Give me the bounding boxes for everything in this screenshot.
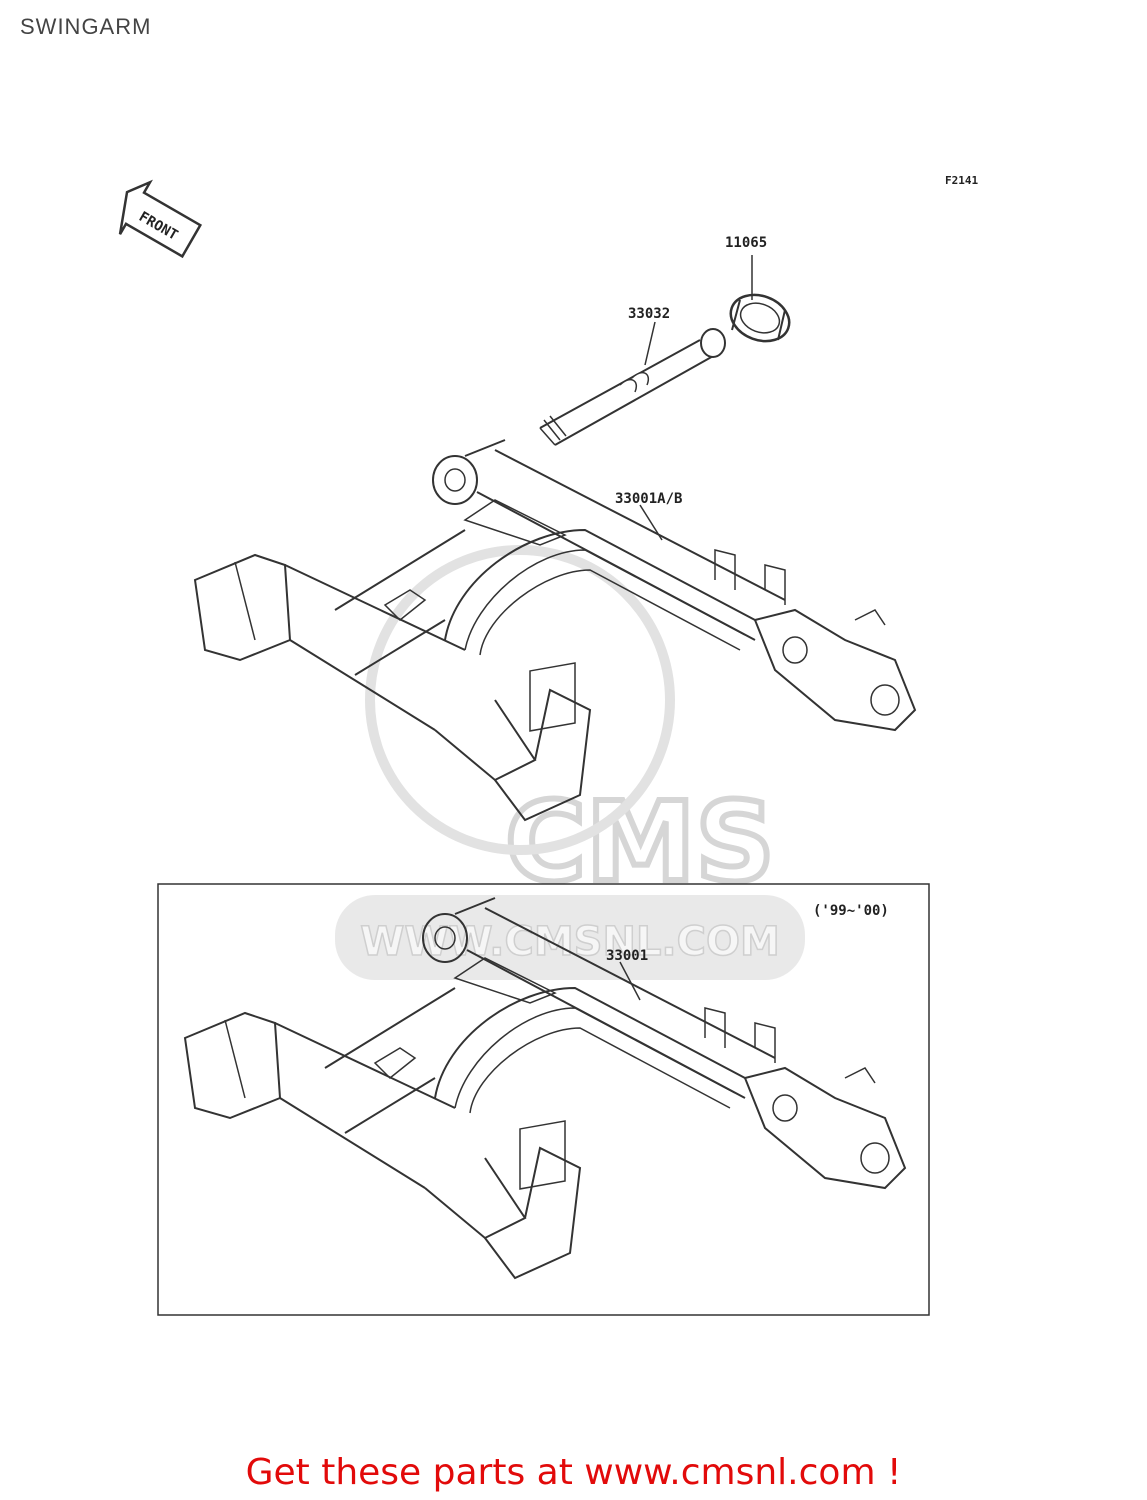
page-title: SWINGARM	[20, 14, 152, 39]
part-label-11065: 11065	[725, 235, 767, 251]
watermark-url: WWW.CMSNL.COM	[360, 919, 780, 965]
bushing-11065	[729, 255, 791, 343]
cms-watermark: WWW.CMSNL.COM CMS	[335, 545, 805, 980]
part-label-33001: 33001	[606, 948, 648, 964]
parts-diagram: WWW.CMSNL.COM CMS F2141 FRONT 11065 3303…	[118, 174, 978, 1316]
front-arrow-icon: FRONT	[118, 179, 203, 259]
swingarm-33001ab	[194, 439, 916, 821]
figure-code: F2141	[945, 174, 978, 187]
part-label-33001ab: 33001A/B	[615, 491, 682, 507]
variant-range: ('99~'00)	[813, 903, 889, 919]
promo-link[interactable]: Get these parts at www.cmsnl.com !	[245, 1452, 902, 1493]
variant-box	[157, 883, 930, 1316]
part-label-33032: 33032	[628, 306, 670, 322]
pivot-shaft-33032	[539, 321, 726, 446]
